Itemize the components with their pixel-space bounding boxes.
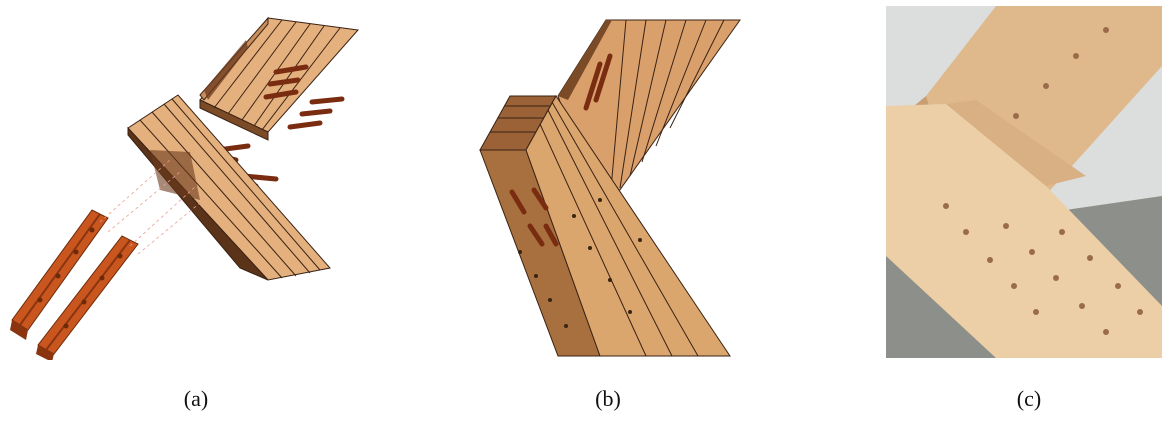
assembled-view-illustration xyxy=(479,19,741,357)
lower-timber-member xyxy=(127,94,331,281)
upper-timber-member xyxy=(199,16,359,141)
assembled-lower-member xyxy=(479,95,731,357)
caption-b: (b) xyxy=(595,386,621,411)
exploded-view-panel xyxy=(0,0,360,360)
caption-a: (a) xyxy=(183,386,209,411)
photograph-panel xyxy=(886,6,1162,358)
steel-plates xyxy=(10,209,139,360)
assembly-guide-lines xyxy=(99,159,207,255)
assembled-view-panel xyxy=(450,0,750,360)
caption-c: (c) xyxy=(1016,386,1042,411)
photo-lower-member xyxy=(886,27,1162,358)
specimen-photograph xyxy=(886,6,1162,358)
exploded-view-illustration xyxy=(10,16,359,360)
